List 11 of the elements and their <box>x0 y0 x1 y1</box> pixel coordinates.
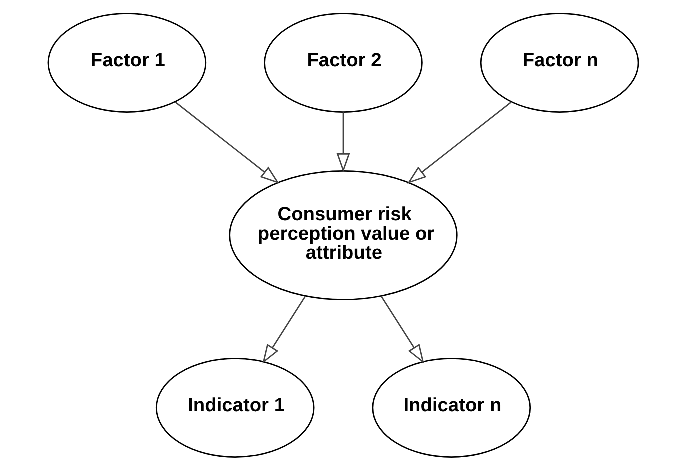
node-ellipse: Factor 2 <box>264 13 422 113</box>
node-ellipse: Factor 1 <box>47 13 206 113</box>
node-ellipse: Consumer risk perception value or attribute <box>228 170 458 301</box>
arrow <box>406 102 512 184</box>
arrow <box>174 102 280 184</box>
arrow <box>336 112 350 173</box>
node-ellipse: Indicator 1 <box>155 358 314 458</box>
arrow <box>262 296 306 364</box>
node-ellipse: Indicator n <box>372 358 531 458</box>
node-ellipse: Factor n <box>480 13 639 113</box>
arrow <box>380 296 424 364</box>
